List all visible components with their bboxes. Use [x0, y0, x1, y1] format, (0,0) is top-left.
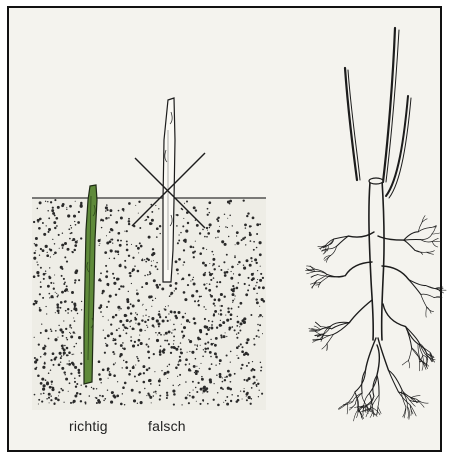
soil-block	[32, 198, 266, 410]
rooted-seedling	[306, 28, 447, 421]
label-correct: richtig	[69, 418, 108, 434]
label-wrong: falsch	[148, 418, 186, 434]
wrong-stake	[163, 98, 175, 282]
